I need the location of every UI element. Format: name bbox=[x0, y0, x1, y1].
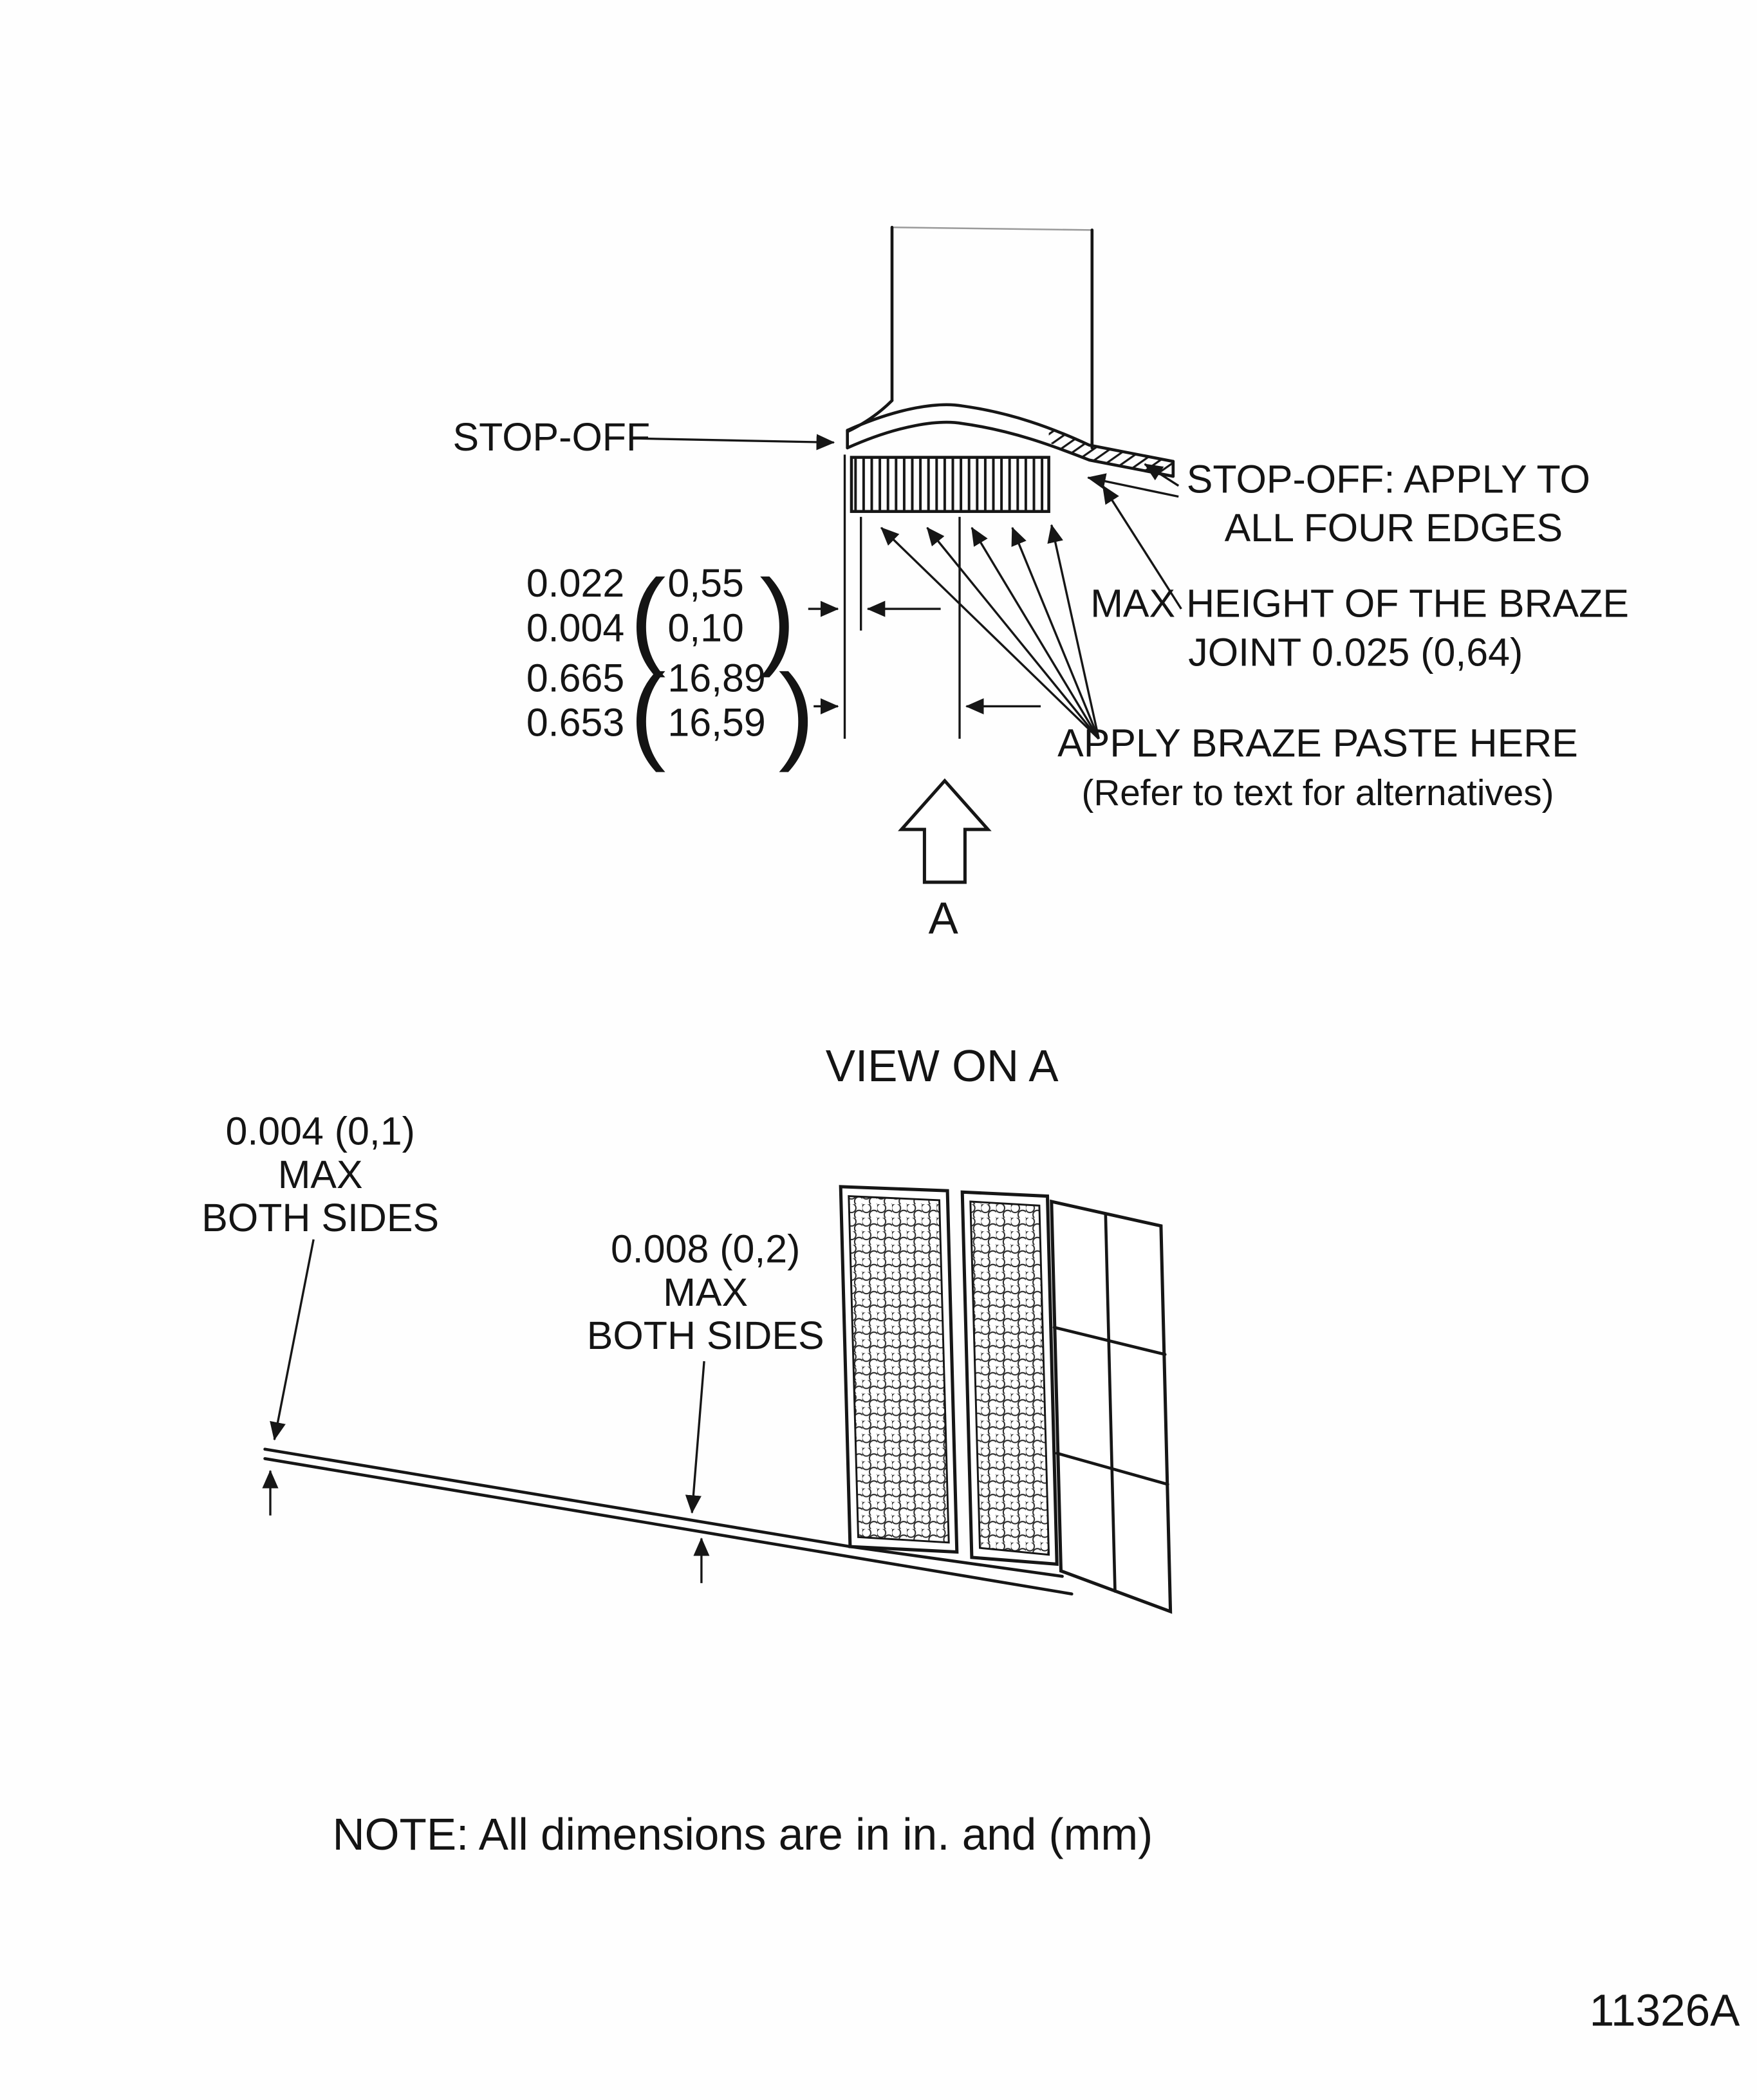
braze-paste-line2: (Refer to text for alternatives) bbox=[1081, 773, 1554, 813]
face-sheet-top-edge bbox=[263, 1447, 1064, 1578]
dim-gap-paren-close: ) bbox=[759, 557, 795, 678]
footer: NOTE: All dimensions are in in. and (mm)… bbox=[333, 1809, 1741, 2035]
dim-mid-both-sides: BOTH SIDES bbox=[587, 1314, 824, 1357]
top-drawing-labels: STOP-OFF STOP-OFF: APPLY TO ALL FOUR EDG… bbox=[453, 415, 1629, 943]
honeycomb-panel-2-core bbox=[969, 1200, 1050, 1556]
dim-width-mm-min: 16,59 bbox=[667, 701, 765, 745]
braze-height-leader bbox=[1102, 485, 1182, 610]
dim-left-leader bbox=[270, 1239, 315, 1441]
dim-width-paren-close: ) bbox=[779, 652, 815, 773]
braze-height-line1: MAX HEIGHT OF THE BRAZE bbox=[1090, 582, 1629, 626]
flange-sheet-top bbox=[846, 403, 1175, 463]
section-arrow-label: A bbox=[929, 893, 959, 943]
dim-mid-leader bbox=[685, 1361, 705, 1514]
tube-top-edge bbox=[893, 226, 1091, 231]
dim-gap-mm-min: 0,10 bbox=[667, 606, 744, 650]
stop-off-edges-line2: ALL FOUR EDGES bbox=[1225, 506, 1563, 550]
stop-off-hatch-region bbox=[1048, 427, 1173, 477]
braze-paste-leader-4 bbox=[1011, 526, 1100, 739]
dim-width-inch-min: 0.653 bbox=[526, 701, 624, 745]
face-sheet-bottom-edge bbox=[263, 1457, 1074, 1595]
view-on-a-labels: 0.004 (0,1) MAX BOTH SIDES 0.008 (0,2) M… bbox=[201, 1110, 824, 1358]
dim-gap-mm-max: 0,55 bbox=[667, 561, 744, 605]
dim-width-paren-open: ( bbox=[630, 652, 666, 773]
grid-panel-horizontal-line-2 bbox=[1055, 1451, 1169, 1486]
grid-panel-vertical-line bbox=[1104, 1212, 1117, 1593]
braze-height-line2: JOINT 0.025 (0,64) bbox=[1188, 630, 1523, 674]
stop-off-edges-leader-1 bbox=[1144, 463, 1180, 487]
braze-joint-block bbox=[850, 456, 1050, 514]
dim-gap-paren-open: ( bbox=[630, 557, 666, 678]
view-on-a-title: VIEW ON A bbox=[826, 1041, 1059, 1091]
flange-sheet-bottom bbox=[846, 420, 1175, 478]
braze-paste-leader-2 bbox=[926, 526, 1100, 739]
dim-left-value: 0.004 (0,1) bbox=[225, 1110, 414, 1153]
dim-gap-inch-max: 0.022 bbox=[526, 561, 624, 605]
dim-width-mm-max: 16,89 bbox=[667, 656, 765, 700]
braze-paste-line1: APPLY BRAZE PASTE HERE bbox=[1057, 721, 1578, 765]
honeycomb-panel-1-core bbox=[848, 1195, 950, 1544]
dim-left-both-sides: BOTH SIDES bbox=[201, 1196, 439, 1240]
top-detail-drawing bbox=[635, 225, 1182, 884]
section-view-arrow bbox=[898, 778, 992, 884]
figure-code: 11326A bbox=[1590, 1985, 1741, 2035]
braze-paste-leader-3 bbox=[971, 526, 1100, 739]
stop-off-edges-line1: STOP-OFF: APPLY TO bbox=[1187, 457, 1590, 501]
braze-paste-leader-1 bbox=[880, 526, 1100, 740]
stop-off-leader bbox=[635, 434, 835, 451]
grid-panel-horizontal-line-1 bbox=[1052, 1326, 1167, 1356]
view-on-a-drawing: VIEW ON A bbox=[262, 1041, 1173, 1614]
dim-left-max: MAX bbox=[278, 1153, 363, 1196]
stop-off-edges-leader-2 bbox=[1087, 473, 1179, 498]
braze-paste-leader-5 bbox=[1047, 524, 1100, 739]
dim-width-inch-max: 0.665 bbox=[526, 656, 624, 700]
stop-off-label: STOP-OFF bbox=[453, 415, 651, 459]
dim-mid-value: 0.008 (0,2) bbox=[611, 1227, 800, 1271]
dimensions-note: NOTE: All dimensions are in in. and (mm) bbox=[333, 1809, 1153, 1859]
dim-gap-inch-min: 0.004 bbox=[526, 606, 624, 650]
dim-mid-max: MAX bbox=[663, 1270, 748, 1314]
